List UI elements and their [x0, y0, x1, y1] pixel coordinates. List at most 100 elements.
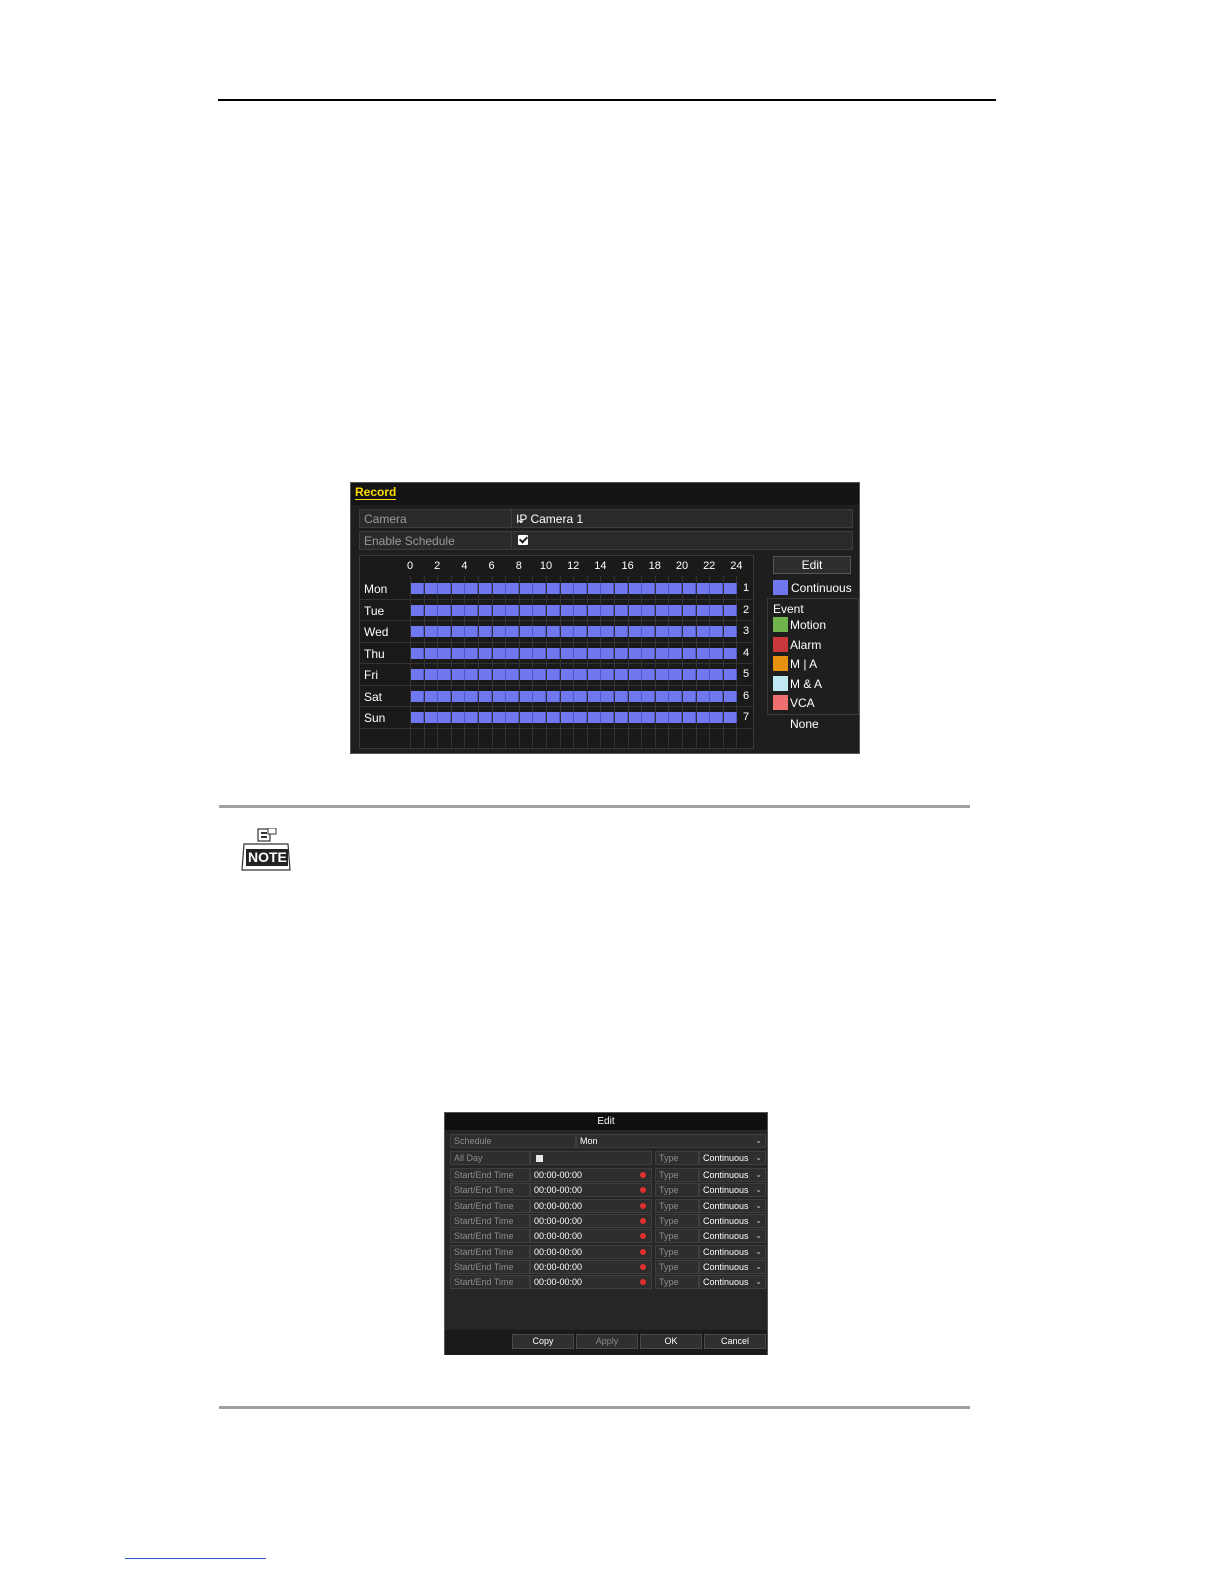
schedule-cell[interactable]	[424, 669, 438, 680]
schedule-cell[interactable]	[683, 690, 696, 702]
schedule-cell[interactable]	[492, 604, 506, 616]
clock-icon[interactable]	[640, 1172, 646, 1178]
schedule-cell[interactable]	[615, 626, 628, 637]
schedule-cell[interactable]	[696, 690, 710, 702]
schedule-cell[interactable]	[587, 604, 601, 616]
continuous-swatch[interactable]	[773, 580, 788, 595]
schedule-cell[interactable]	[519, 712, 533, 723]
schedule-cell[interactable]	[424, 647, 438, 659]
schedule-cell[interactable]	[710, 669, 724, 680]
schedule-cell[interactable]	[492, 647, 506, 659]
schedule-cell[interactable]	[465, 604, 479, 616]
schedule-cell[interactable]	[479, 647, 492, 659]
schedule-cell[interactable]	[587, 712, 601, 723]
schedule-cell[interactable]	[669, 583, 683, 594]
schedule-cell[interactable]	[560, 690, 574, 702]
schedule-cell[interactable]	[506, 583, 520, 594]
schedule-cell[interactable]	[723, 712, 737, 723]
schedule-cell[interactable]	[628, 626, 642, 637]
schedule-cell[interactable]	[519, 669, 533, 680]
schedule-cell[interactable]	[533, 690, 547, 702]
schedule-cell[interactable]	[601, 647, 615, 659]
schedule-cell[interactable]	[451, 647, 465, 659]
schedule-cell[interactable]	[655, 669, 669, 680]
schedule-cell[interactable]	[533, 647, 547, 659]
schedule-cell[interactable]	[506, 647, 520, 659]
schedule-cell[interactable]	[615, 690, 628, 702]
schedule-cell[interactable]	[642, 669, 656, 680]
schedule-cell[interactable]	[628, 712, 642, 723]
schedule-cell[interactable]	[547, 626, 560, 637]
schedule-cell[interactable]	[615, 604, 628, 616]
schedule-cell[interactable]	[519, 604, 533, 616]
time-range-input[interactable]: 00:00-00:00	[530, 1275, 652, 1290]
schedule-cell[interactable]	[451, 669, 465, 680]
schedule-cell[interactable]	[601, 669, 615, 680]
schedule-cell[interactable]	[560, 669, 574, 680]
schedule-cell[interactable]	[411, 626, 424, 637]
clock-icon[interactable]	[640, 1248, 646, 1255]
clock-icon[interactable]	[640, 1187, 646, 1194]
copy-button[interactable]: Copy	[512, 1334, 574, 1349]
apply-button[interactable]: Apply	[576, 1334, 638, 1349]
event-swatch-vca[interactable]	[773, 695, 788, 710]
time-range-input[interactable]: 00:00-00:00	[530, 1259, 652, 1274]
schedule-cell[interactable]	[723, 690, 737, 702]
schedule-cell[interactable]	[683, 712, 696, 723]
schedule-cell[interactable]	[533, 669, 547, 680]
schedule-cell[interactable]	[547, 583, 560, 594]
schedule-cell[interactable]	[642, 690, 656, 702]
schedule-cell[interactable]	[628, 690, 642, 702]
schedule-cell[interactable]	[547, 690, 560, 702]
schedule-cell[interactable]	[519, 626, 533, 637]
event-swatch-motion[interactable]	[773, 617, 788, 632]
schedule-cell[interactable]	[683, 583, 696, 594]
schedule-cell[interactable]	[696, 647, 710, 659]
schedule-cell[interactable]	[587, 669, 601, 680]
schedule-cell[interactable]	[411, 669, 424, 680]
schedule-cell[interactable]	[451, 626, 465, 637]
schedule-cell[interactable]	[506, 690, 520, 702]
schedule-cell[interactable]	[574, 626, 588, 637]
schedule-cell[interactable]	[628, 583, 642, 594]
schedule-cell[interactable]	[519, 690, 533, 702]
event-swatch-ma[interactable]	[773, 675, 788, 691]
schedule-cell[interactable]	[574, 690, 588, 702]
schedule-cell[interactable]	[696, 604, 710, 616]
schedule-cell[interactable]	[710, 647, 724, 659]
schedule-cell[interactable]	[683, 626, 696, 637]
schedule-cell[interactable]	[492, 712, 506, 723]
schedule-cell[interactable]	[655, 690, 669, 702]
type-select[interactable]: Continuous⌄	[699, 1168, 766, 1182]
schedule-cell[interactable]	[492, 583, 506, 594]
schedule-cell[interactable]	[547, 647, 560, 659]
schedule-cell[interactable]	[438, 669, 452, 680]
schedule-cell[interactable]	[574, 647, 588, 659]
schedule-cell[interactable]	[424, 626, 438, 637]
all-day-checkbox[interactable]	[536, 1155, 543, 1162]
time-range-input[interactable]: 00:00-00:00	[530, 1229, 652, 1244]
schedule-cell[interactable]	[615, 669, 628, 680]
schedule-cell[interactable]	[424, 604, 438, 616]
schedule-cell[interactable]	[642, 583, 656, 594]
schedule-cell[interactable]	[696, 669, 710, 680]
clock-icon[interactable]	[640, 1233, 646, 1240]
type-select[interactable]: Continuous⌄	[699, 1229, 766, 1244]
schedule-cell[interactable]	[451, 604, 465, 616]
time-range-input[interactable]: 00:00-00:00	[530, 1213, 652, 1228]
schedule-cell[interactable]	[587, 690, 601, 702]
type-select[interactable]: Continuous⌄	[699, 1183, 766, 1198]
schedule-cell[interactable]	[492, 669, 506, 680]
schedule-cell[interactable]	[560, 626, 574, 637]
schedule-cell[interactable]	[533, 712, 547, 723]
schedule-cell[interactable]	[601, 690, 615, 702]
schedule-cell[interactable]	[560, 604, 574, 616]
none-label[interactable]: None	[790, 717, 819, 731]
schedule-cell[interactable]	[587, 583, 601, 594]
schedule-cell[interactable]	[615, 583, 628, 594]
cancel-button[interactable]: Cancel	[704, 1334, 766, 1349]
schedule-cell[interactable]	[696, 712, 710, 723]
type-select[interactable]: Continuous⌄	[699, 1244, 766, 1259]
event-swatch-alarm[interactable]	[773, 636, 788, 652]
